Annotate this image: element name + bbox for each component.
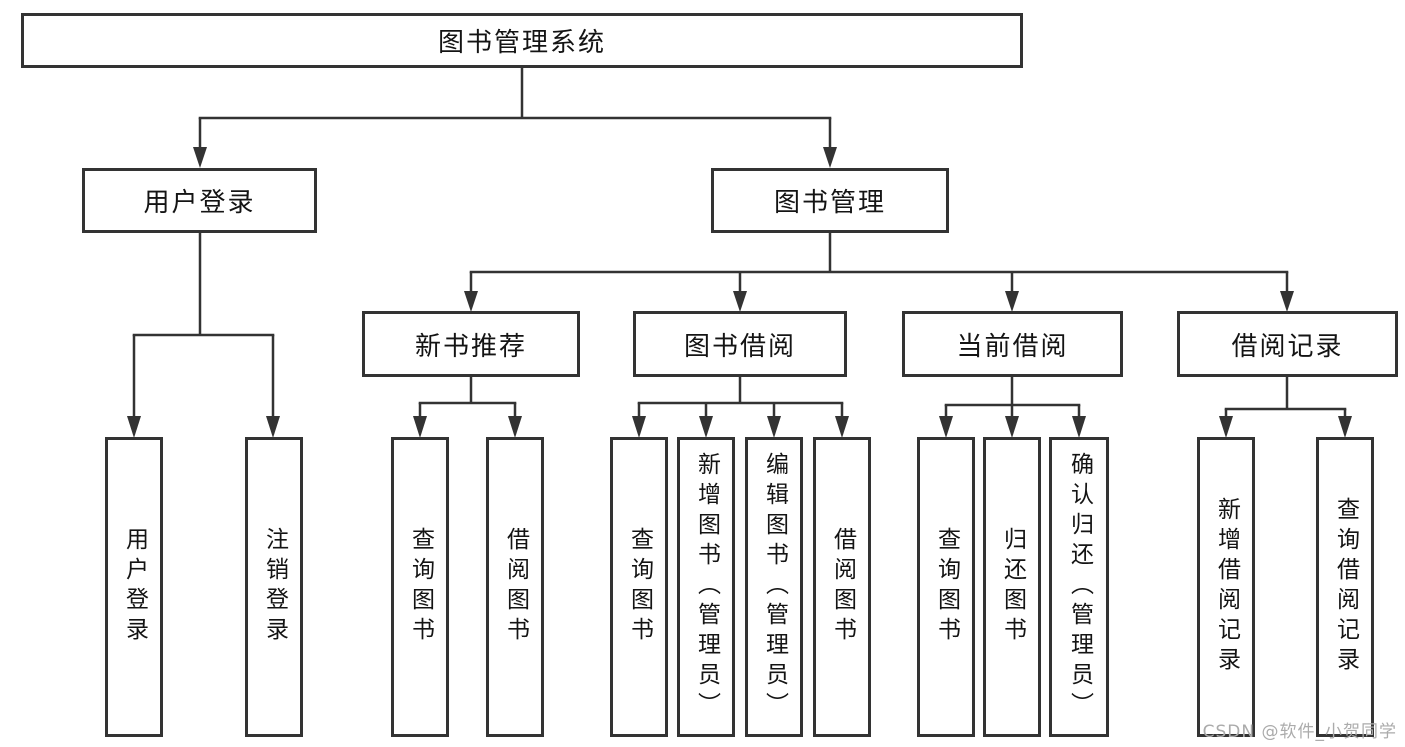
node-label: 确认归还（管理员） (1066, 452, 1093, 722)
node-label: 查询图书 (933, 527, 960, 647)
leaf-user-login: 用户登录 (105, 437, 163, 737)
leaf-query-book-recommend: 查询图书 (391, 437, 449, 737)
node-label: 图书管理 (773, 188, 886, 218)
node-label: 注销登录 (261, 527, 288, 647)
leaf-query-borrow-record: 查询借阅记录 (1316, 437, 1374, 737)
node-new-book-recommend: 新书推荐 (362, 311, 580, 377)
leaf-confirm-return-admin: 确认归还（管理员） (1049, 437, 1109, 737)
leaf-query-book-borrow: 查询图书 (610, 437, 668, 737)
node-book-management: 图书管理 (711, 168, 949, 233)
node-label: 用户登录 (121, 527, 148, 647)
node-label: 借阅记录 (1231, 331, 1344, 362)
node-label: 新增借阅记录 (1213, 497, 1240, 677)
csdn-watermark: CSDN @软件_小贺同学 (1202, 722, 1397, 742)
leaf-return-book: 归还图书 (983, 437, 1041, 737)
node-label: 图书管理系统 (437, 28, 606, 58)
leaf-add-book-admin: 新增图书（管理员） (677, 437, 735, 737)
node-label: 借阅图书 (502, 527, 529, 647)
node-label: 借阅图书 (829, 527, 856, 647)
leaf-add-borrow-record: 新增借阅记录 (1197, 437, 1255, 737)
leaf-logout-login: 注销登录 (245, 437, 303, 737)
node-label: 新书推荐 (414, 331, 527, 362)
leaf-borrow-book: 借阅图书 (813, 437, 871, 737)
node-library-management-system: 图书管理系统 (21, 13, 1023, 68)
node-current-borrow: 当前借阅 (902, 311, 1123, 377)
node-label: 查询图书 (626, 527, 653, 647)
node-label: 当前借阅 (956, 331, 1069, 362)
node-label: 编辑图书（管理员） (761, 452, 788, 722)
leaf-borrow-book-recommend: 借阅图书 (486, 437, 544, 737)
node-label: 查询借阅记录 (1332, 497, 1359, 677)
node-label: 归还图书 (999, 527, 1026, 647)
node-label: 用户登录 (143, 188, 256, 218)
node-label: 查询图书 (407, 527, 434, 647)
node-label: 新增图书（管理员） (693, 452, 720, 722)
node-book-borrow: 图书借阅 (633, 311, 847, 377)
node-label: 图书借阅 (683, 331, 796, 362)
leaf-query-book-current: 查询图书 (917, 437, 975, 737)
node-borrow-records: 借阅记录 (1177, 311, 1398, 377)
leaf-edit-book-admin: 编辑图书（管理员） (745, 437, 803, 737)
node-user-login: 用户登录 (82, 168, 317, 233)
